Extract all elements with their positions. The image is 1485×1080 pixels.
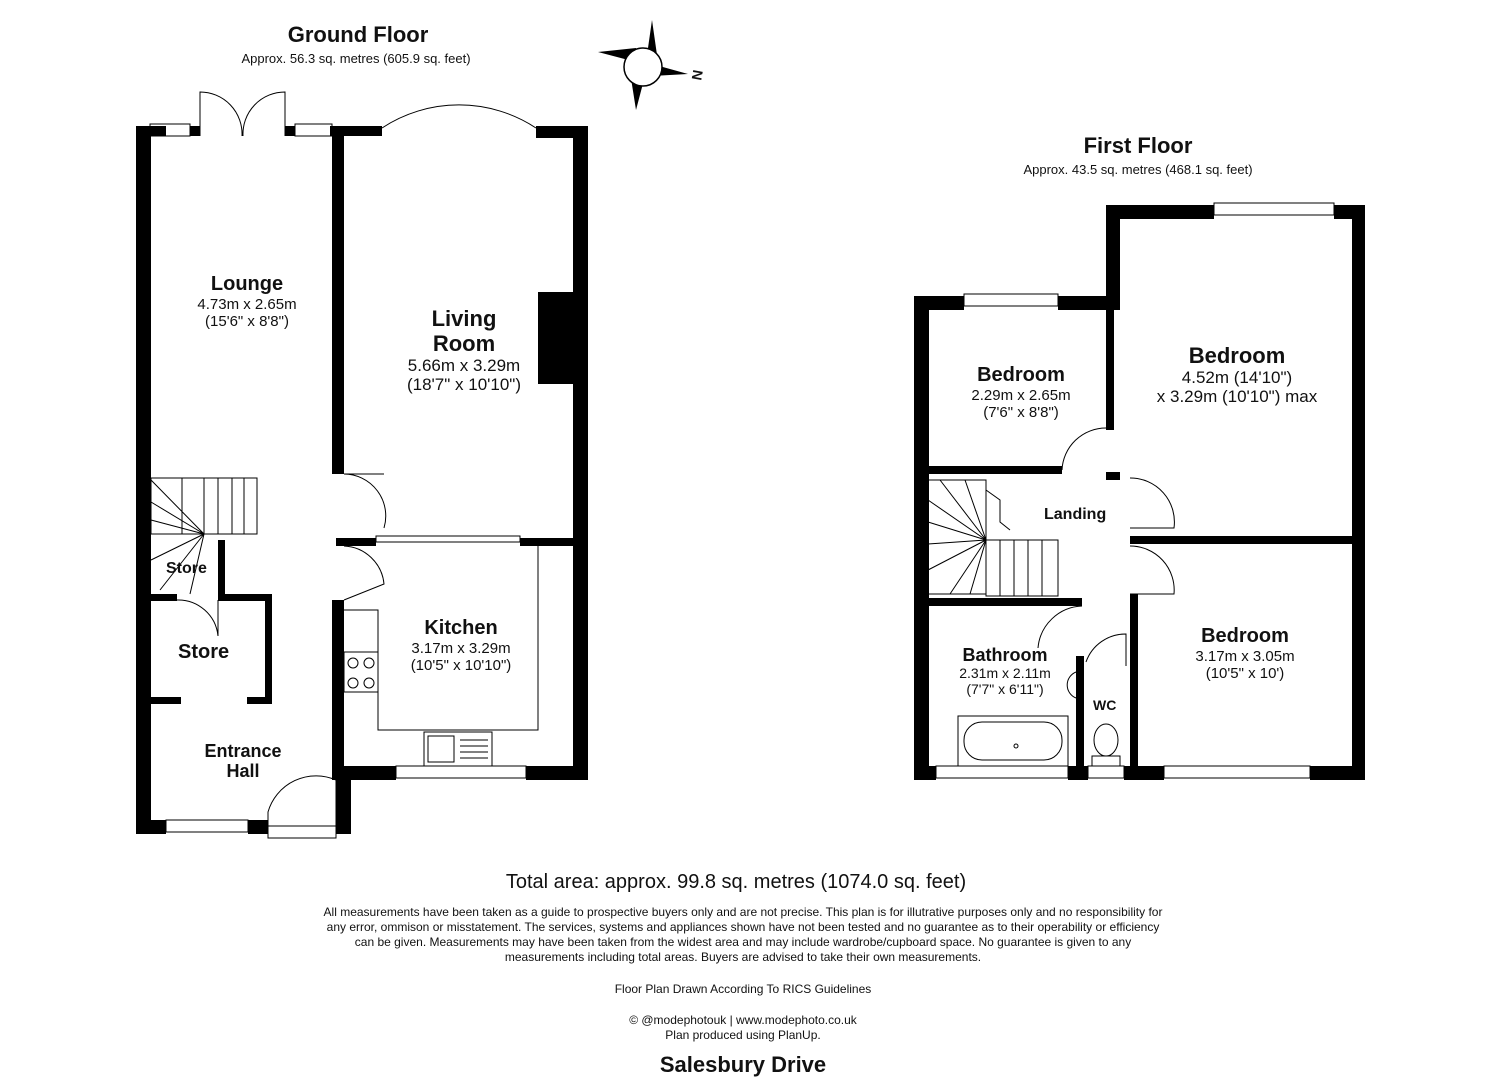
room-living-room: Living Room 5.66m x 3.29m (18'7" x 10'10…	[364, 306, 564, 394]
compass-rose	[598, 20, 688, 110]
room-name-line1: Entrance	[204, 741, 282, 761]
room-dimensions-metric: 3.17m x 3.05m	[1195, 648, 1295, 665]
room-dimensions-imperial: (7'7" x 6'11")	[966, 681, 1044, 697]
disclaimer-line: can be given. Measurements may have been…	[354, 935, 1132, 949]
room-dimensions-metric: 4.73m x 2.65m	[197, 296, 297, 313]
ground-floor-title: Ground Floor	[287, 22, 429, 47]
first-floor-plan	[914, 205, 1365, 780]
credit-line2: Plan produced using PlanUp.	[665, 1028, 821, 1042]
room-name-line2: Room	[432, 331, 496, 356]
room-store-small: Store	[166, 560, 207, 577]
room-dimensions-metric: 3.17m x 3.29m	[411, 640, 511, 657]
room-bedroom-main: Bedroom 4.52m (14'10") x 3.29m (10'10") …	[1122, 343, 1352, 406]
room-name: Bedroom	[1201, 625, 1289, 647]
room-store: Store	[178, 641, 230, 663]
room-landing: Landing	[1044, 506, 1107, 523]
room-dimensions-imperial: (10'5" x 10')	[1205, 665, 1285, 682]
room-name: Bedroom	[1188, 343, 1286, 368]
room-bedroom-rear: Bedroom 3.17m x 3.05m (10'5" x 10')	[1138, 625, 1352, 682]
room-name: Kitchen	[424, 617, 498, 639]
room-dimensions-metric: 2.29m x 2.65m	[971, 387, 1071, 404]
room-dimensions-imperial: (18'7" x 10'10")	[406, 375, 521, 394]
room-lounge: Lounge 4.73m x 2.65m (15'6" x 8'8")	[152, 273, 342, 330]
credit-line1: © @modephotouk | www.modephoto.co.uk	[629, 1013, 857, 1027]
room-dimensions-line2: x 3.29m (10'10") max	[1156, 387, 1318, 406]
room-dimensions-metric: 2.31m x 2.11m	[959, 665, 1051, 681]
room-bathroom: Bathroom 2.31m x 2.11m (7'7" x 6'11")	[934, 645, 1076, 697]
property-address: Salesbury Drive	[659, 1052, 827, 1077]
rics-note: Floor Plan Drawn According To RICS Guide…	[614, 982, 872, 996]
room-name: Bathroom	[962, 645, 1048, 665]
room-name-line1: Living	[431, 306, 497, 331]
disclaimer-line: any error, ommison or misstatement. The …	[326, 920, 1160, 934]
disclaimer-line: measurements including total areas. Buye…	[504, 950, 982, 964]
room-entrance-hall: Entrance Hall	[186, 741, 300, 781]
room-bedroom-small: Bedroom 2.29m x 2.65m (7'6" x 8'8")	[930, 364, 1112, 421]
first-floor-title: First Floor	[1083, 133, 1193, 158]
room-wc: WC	[1093, 697, 1117, 713]
room-name: Lounge	[210, 273, 284, 295]
first-floor-details	[927, 202, 1335, 779]
ground-floor-details	[149, 91, 539, 839]
total-area: Total area: approx. 99.8 sq. metres (107…	[505, 871, 967, 893]
ground-floor-area: Approx. 56.3 sq. metres (605.9 sq. feet)	[241, 51, 471, 66]
room-name: Bedroom	[977, 364, 1065, 386]
credit: © @modephotouk | www.modephoto.co.uk Pla…	[443, 1013, 1043, 1043]
first-floor-area: Approx. 43.5 sq. metres (468.1 sq. feet)	[1023, 162, 1253, 177]
room-dimensions-imperial: (15'6" x 8'8")	[205, 313, 289, 330]
room-dimensions-imperial: (7'6" x 8'8")	[983, 404, 1059, 421]
disclaimer: All measurements have been taken as a gu…	[190, 905, 1296, 965]
disclaimer-line: All measurements have been taken as a gu…	[323, 905, 1163, 919]
ground-floor-plan	[136, 126, 588, 834]
room-name-line2: Hall	[226, 761, 260, 781]
room-kitchen: Kitchen 3.17m x 3.29m (10'5" x 10'10")	[376, 617, 546, 674]
room-dimensions-line1: 4.52m (14'10")	[1181, 368, 1293, 387]
room-dimensions-metric: 5.66m x 3.29m	[407, 356, 521, 375]
room-dimensions-imperial: (10'5" x 10'10")	[410, 657, 512, 674]
